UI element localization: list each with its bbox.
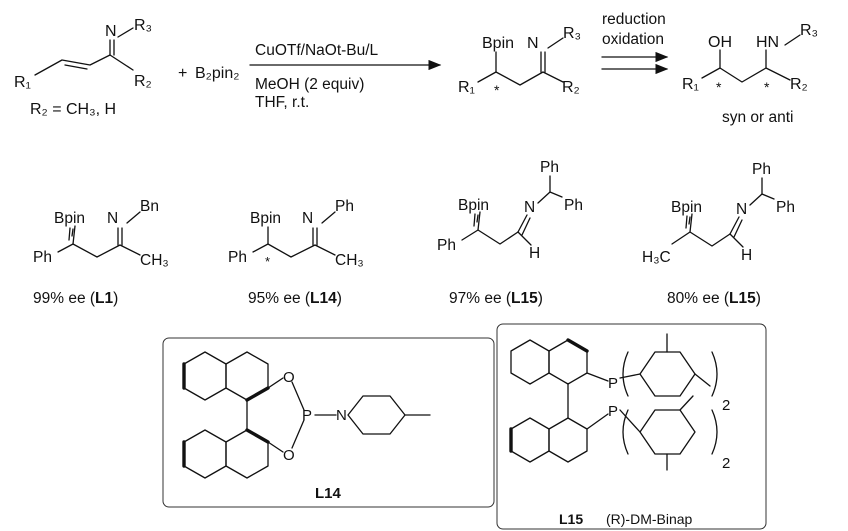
example-4: H₃C Bpin N Ph Ph H 80% ee (L15) <box>642 161 795 307</box>
ligand-l14-box: O O P N L14 <box>162 337 495 508</box>
product-stereocenter: * <box>494 82 500 98</box>
final-r2: R₂ <box>790 76 808 93</box>
ex2-bpin: Bpin <box>250 210 281 227</box>
ex3-h: H <box>529 245 540 262</box>
reaction-arrow-2: reduction oxidation <box>601 11 669 75</box>
example-1: Ph Bpin N Bn CH₃ 99% ee (L1) <box>33 198 169 307</box>
product-r1: R₁ <box>458 79 475 96</box>
ex3-ph-top: Ph <box>540 159 559 176</box>
n-atom: N <box>105 23 117 40</box>
final-product: R₁ OH HN R₃ R₂ * * syn or anti <box>682 22 818 126</box>
product-r3: R₃ <box>563 25 581 42</box>
product-bpin: Bpin <box>482 35 514 52</box>
ex4-ph-top: Ph <box>752 161 771 178</box>
reaction-arrow-1: CuOTf/NaOt-Bu/L MeOH (2 equiv) THF, r.t. <box>249 42 442 111</box>
final-r1: R₁ <box>682 76 699 93</box>
ligand-l15-box: P P 2 2 L15 (R)-DM-Binap <box>496 323 767 530</box>
oxidation-label: oxidation <box>602 31 664 48</box>
ex3-bpin: Bpin <box>458 197 489 214</box>
final-star-1: * <box>716 79 722 95</box>
ex4-ee: 80% ee (L15) <box>667 290 761 307</box>
ex2-n: N <box>302 210 313 227</box>
product-r2: R₂ <box>562 79 580 96</box>
catalyst-conditions: CuOTf/NaOt-Bu/L <box>255 42 379 59</box>
r2-label: R₂ <box>134 73 152 90</box>
product-boronate: R₁ Bpin N R₃ R₂ * <box>458 25 581 98</box>
ex4-bpin: Bpin <box>671 199 702 216</box>
r3-label: R₃ <box>134 17 152 34</box>
ex1-ch3: CH₃ <box>140 252 169 269</box>
ex3-ph: Ph <box>437 237 456 254</box>
reduction-label: reduction <box>602 11 666 28</box>
l14-p: P <box>302 407 312 424</box>
l14-label: L14 <box>315 485 342 502</box>
l14-o-bottom: O <box>283 447 295 464</box>
l15-sub-bottom: 2 <box>722 455 730 472</box>
ex3-n: N <box>524 199 535 216</box>
ex1-ph: Ph <box>33 249 52 266</box>
solvent-conditions: THF, r.t. <box>255 94 309 111</box>
ex2-ch3: CH₃ <box>335 252 364 269</box>
example-2: Ph Bpin N Ph CH₃ * 95% ee (L14) <box>228 198 364 307</box>
methanol-conditions: MeOH (2 equiv) <box>255 76 364 93</box>
example-3: Ph Bpin N Ph Ph H 97% ee (L15) <box>437 159 583 307</box>
final-star-2: * <box>764 79 770 95</box>
ex1-bpin: Bpin <box>54 210 85 227</box>
product-n: N <box>527 35 539 52</box>
ex2-star: * <box>265 254 270 269</box>
ex2-ee: 95% ee (L14) <box>248 290 342 307</box>
stereo-note: syn or anti <box>722 109 794 126</box>
ex3-ph-right: Ph <box>564 197 583 214</box>
final-r3: R₃ <box>800 22 818 39</box>
l14-n: N <box>336 407 347 424</box>
ex2-ph-n: Ph <box>335 198 354 215</box>
l15-p-bottom: P <box>608 403 618 420</box>
r1-label: R₁ <box>14 74 31 91</box>
l15-sub-top: 2 <box>722 397 730 414</box>
l14-o-top: O <box>283 369 295 386</box>
r2-definition: R₂ = CH₃, H <box>30 101 116 118</box>
ex4-h3c: H₃C <box>642 249 671 266</box>
ex1-n: N <box>107 210 118 227</box>
ex4-ph-right: Ph <box>776 199 795 216</box>
ex4-n: N <box>736 201 747 218</box>
ex3-ee: 97% ee (L15) <box>449 290 543 307</box>
ex1-bn: Bn <box>140 198 159 215</box>
ex4-h: H <box>741 247 752 264</box>
plus-sign: + <box>178 65 187 82</box>
b2pin2-reagent: B₂pin₂ <box>195 65 239 82</box>
ex1-ee: 99% ee (L1) <box>33 290 118 307</box>
final-oh: OH <box>708 34 732 51</box>
final-hn: HN <box>756 34 779 51</box>
l15-name: (R)-DM-Binap <box>606 511 693 527</box>
starting-imine: R₁ N R₃ R₂ R₂ = CH₃, H <box>14 17 152 118</box>
ex2-ph: Ph <box>228 249 247 266</box>
l15-label: L15 <box>559 511 583 527</box>
l15-p-top: P <box>608 375 618 392</box>
